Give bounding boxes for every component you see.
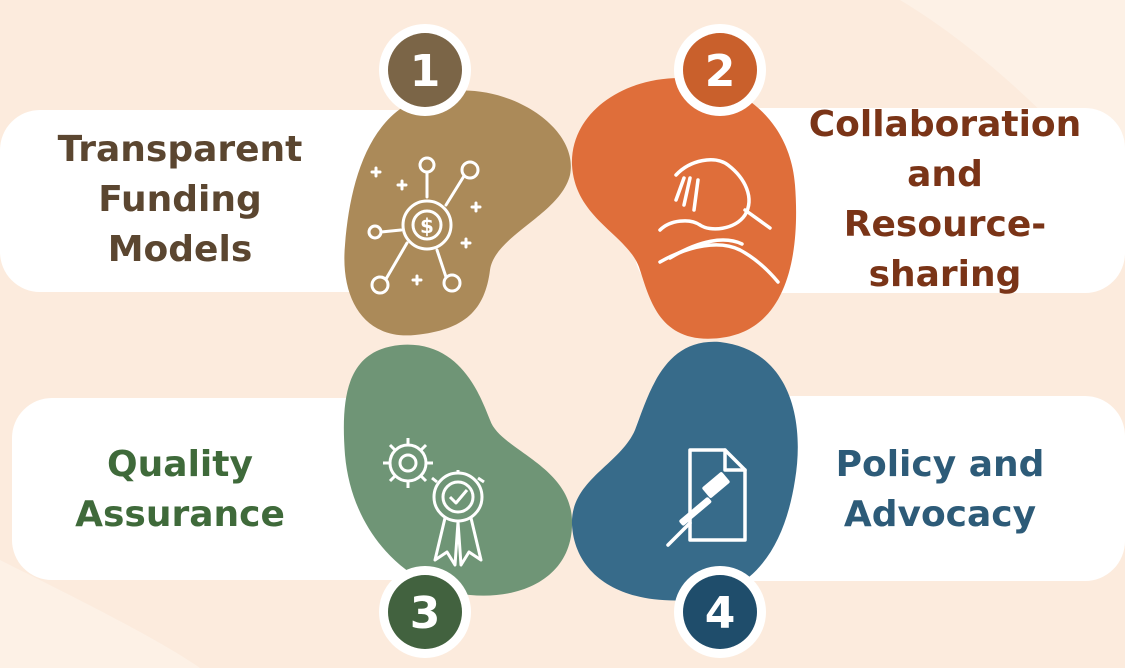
step-badge-4: 4: [674, 566, 766, 658]
step-number-4: 4: [705, 588, 736, 639]
handshake-icon: [658, 158, 780, 284]
funding-flow-icon: $: [367, 156, 482, 295]
step-number-1: 1: [410, 46, 441, 97]
step-badge-1: 1: [379, 24, 471, 116]
item-1-label: Transparent Funding Models: [57, 129, 303, 270]
blob-1: [344, 90, 571, 336]
step-number-2: 2: [705, 46, 736, 97]
item-4-label: Policy and Advocacy: [835, 444, 1045, 535]
gear-badge-icon: [383, 438, 485, 567]
svg-text:$: $: [420, 214, 434, 238]
step-number-3: 3: [410, 588, 441, 639]
step-badge-2: 2: [674, 24, 766, 116]
step-badge-3: 3: [379, 566, 471, 658]
document-gavel-icon: [666, 448, 747, 547]
item-2-label: Collaboration and Resource- sharing: [809, 104, 1082, 295]
blob-4: [571, 341, 798, 601]
background-swirl: [900, 0, 1125, 200]
blob-2: [571, 78, 797, 339]
item-3-label: Quality Assurance: [75, 444, 285, 535]
background-swirl: [0, 560, 200, 668]
